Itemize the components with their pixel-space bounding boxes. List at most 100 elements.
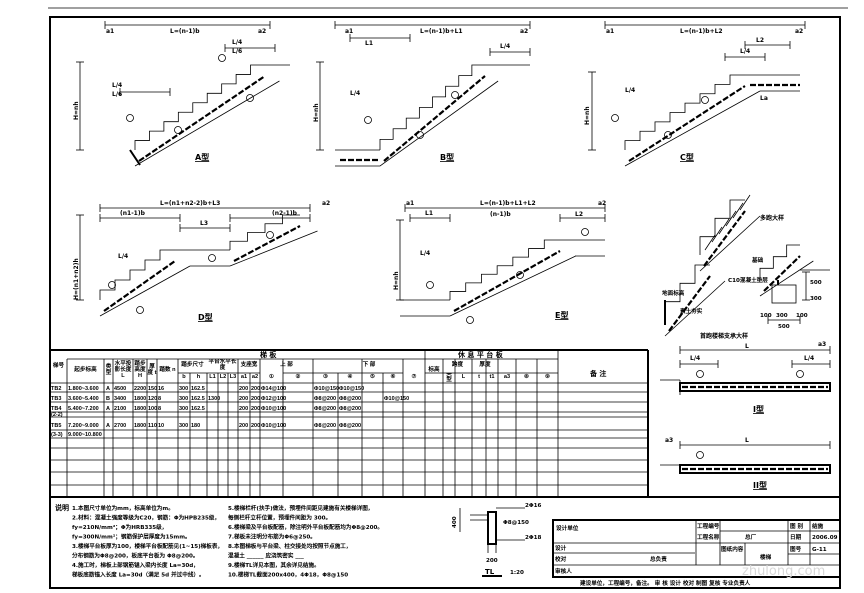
company-label: 设计单位 bbox=[556, 524, 579, 532]
notes-label: 说明 bbox=[55, 503, 69, 512]
table-header: 下 部 bbox=[362, 362, 376, 369]
span-label: L bbox=[745, 437, 749, 444]
drawing-no-label: 图号 bbox=[790, 545, 802, 553]
table-header-cell: ⑨ bbox=[545, 374, 550, 380]
table-cell: 110 bbox=[148, 423, 157, 429]
l2-label: L2 bbox=[756, 37, 764, 44]
rebar bbox=[628, 85, 746, 162]
quarter-label: L/4 bbox=[232, 39, 242, 46]
a1-label: a1 bbox=[606, 28, 614, 35]
table-header: 标高 bbox=[428, 367, 440, 374]
table-header-cell: L bbox=[462, 374, 465, 380]
table-header: 踏步高度 H bbox=[134, 361, 146, 379]
a3-label: a3 bbox=[818, 341, 826, 348]
table-header-cell: 梯号 bbox=[53, 363, 64, 369]
table-header-cell: 踏步高度 H bbox=[134, 361, 146, 379]
height-label: H=nh bbox=[73, 101, 80, 120]
note-line: 10.楼梯TL截面200x400，4Φ18，Φ8@150 bbox=[228, 571, 348, 579]
detail-views: 多跑大样 首跑楼梯支承大样 地面标高 素土夯实 C10混凝土垫层 基础 100 … bbox=[662, 214, 826, 490]
table-cell: 300 bbox=[179, 396, 188, 402]
rebar bbox=[103, 260, 176, 312]
table-cell: 200 bbox=[239, 406, 248, 412]
table-header-cell: ③ bbox=[323, 374, 328, 380]
tl-stirrups: Φ8@150 bbox=[503, 520, 529, 526]
table-header-cell: 厚度 t bbox=[147, 364, 157, 376]
table-cell: TB2 bbox=[51, 386, 61, 392]
table-header: ④ bbox=[347, 374, 353, 381]
table-cell: 1800 bbox=[134, 423, 146, 429]
table-header-cell: ⑤ bbox=[370, 374, 375, 380]
dim-label: 300 bbox=[810, 296, 822, 302]
table-header-cell: 类型 bbox=[446, 373, 452, 383]
date-label: 日期 bbox=[790, 533, 802, 541]
rebar bbox=[383, 75, 486, 162]
table-header: ⑥ bbox=[390, 374, 396, 381]
detail-label: 地面标高 bbox=[662, 289, 685, 297]
table-cell: TB4 bbox=[51, 406, 62, 412]
table-cell: (3-3) bbox=[51, 432, 63, 438]
platform-slab bbox=[679, 382, 831, 392]
span-label: L=(n-1)b+L1 bbox=[420, 28, 463, 35]
quarter-label: L/4 bbox=[690, 355, 700, 362]
table-header-cell: L1 bbox=[209, 374, 216, 380]
table-header-cell: a2 bbox=[252, 374, 258, 380]
note-line: 混凝土 ______ 应浇筑密实 ___ bbox=[228, 552, 304, 560]
table-cell: 300 bbox=[179, 423, 188, 429]
rebar-callout bbox=[696, 370, 704, 378]
table-header-cell: L3 bbox=[230, 374, 237, 380]
stair-type-d: L=(n1+n2-2)b+L3 (n1-1)b (n2-1)b L3 a2 L/… bbox=[73, 200, 330, 322]
span-label: L bbox=[745, 343, 749, 350]
note-line: 9.楼梯TL详见本图，其余详见结施。 bbox=[228, 561, 320, 569]
sixth-label: L/6 bbox=[232, 48, 242, 55]
hatch bbox=[718, 218, 730, 235]
rebar-callout bbox=[218, 54, 226, 62]
table-cell: B bbox=[106, 396, 110, 402]
table-header: 厚度 t bbox=[147, 364, 157, 376]
stair-slab-soffit bbox=[759, 260, 814, 297]
rebar bbox=[703, 210, 746, 267]
beam bbox=[129, 149, 141, 166]
a1-label: a1 bbox=[345, 28, 353, 35]
table-cell: 150 bbox=[148, 386, 157, 392]
project-no-label: 工程编号 bbox=[697, 522, 720, 530]
note-line: 5.楼梯栏杆(扶手)做法，预埋件间距见建施有关楼梯详图， bbox=[228, 504, 373, 512]
table-header: ⑦ bbox=[411, 374, 417, 381]
table-header-cell: b bbox=[182, 374, 186, 381]
table-cell: 162.5 bbox=[191, 396, 205, 402]
table-header: b bbox=[182, 374, 186, 381]
hatch bbox=[711, 226, 723, 243]
table-header-cell: 踏数 n bbox=[159, 367, 175, 373]
project-name: 总厂 bbox=[745, 533, 757, 541]
table-header: a1 bbox=[240, 374, 248, 381]
table-cell: Φ8@200 bbox=[339, 423, 361, 429]
dim-label: 100 bbox=[796, 313, 808, 319]
rebar bbox=[233, 225, 301, 262]
quarter-label: L/4 bbox=[740, 48, 750, 55]
tl-title: TL bbox=[485, 568, 495, 576]
table-header-cell: 跨度 bbox=[452, 362, 463, 368]
tl-scale: 1:20 bbox=[510, 570, 524, 576]
a2-label: a2 bbox=[258, 28, 266, 35]
stair-slab-soffit bbox=[99, 265, 191, 317]
table-cell: 200 bbox=[251, 423, 260, 429]
table-header-cell: 水平投影长度 L bbox=[115, 361, 132, 379]
table-remarks-header: 备 注 bbox=[589, 369, 606, 378]
type-title: C型 bbox=[680, 152, 694, 162]
rebar-callout bbox=[136, 306, 144, 314]
table-cell: 162.5 bbox=[191, 386, 205, 392]
table-cell: 2700 bbox=[114, 423, 126, 429]
table-header-cell: a1 bbox=[240, 374, 248, 381]
table-cell: Φ8@200 bbox=[339, 396, 361, 402]
table-header: 支座宽 bbox=[240, 362, 258, 369]
rebar-callout bbox=[174, 126, 182, 134]
table-cell: 162.5 bbox=[191, 406, 205, 412]
a2-label: a2 bbox=[322, 200, 330, 207]
rebar-callout bbox=[364, 116, 372, 124]
a1-label: a1 bbox=[406, 200, 414, 207]
table-header: ② bbox=[295, 374, 301, 381]
stair-slab-soffit bbox=[229, 230, 318, 267]
quarter-label: L/4 bbox=[500, 43, 510, 50]
stair-slab-soffit bbox=[699, 215, 761, 272]
type-title: D型 bbox=[198, 312, 213, 322]
height-label: H=nh bbox=[313, 103, 320, 122]
